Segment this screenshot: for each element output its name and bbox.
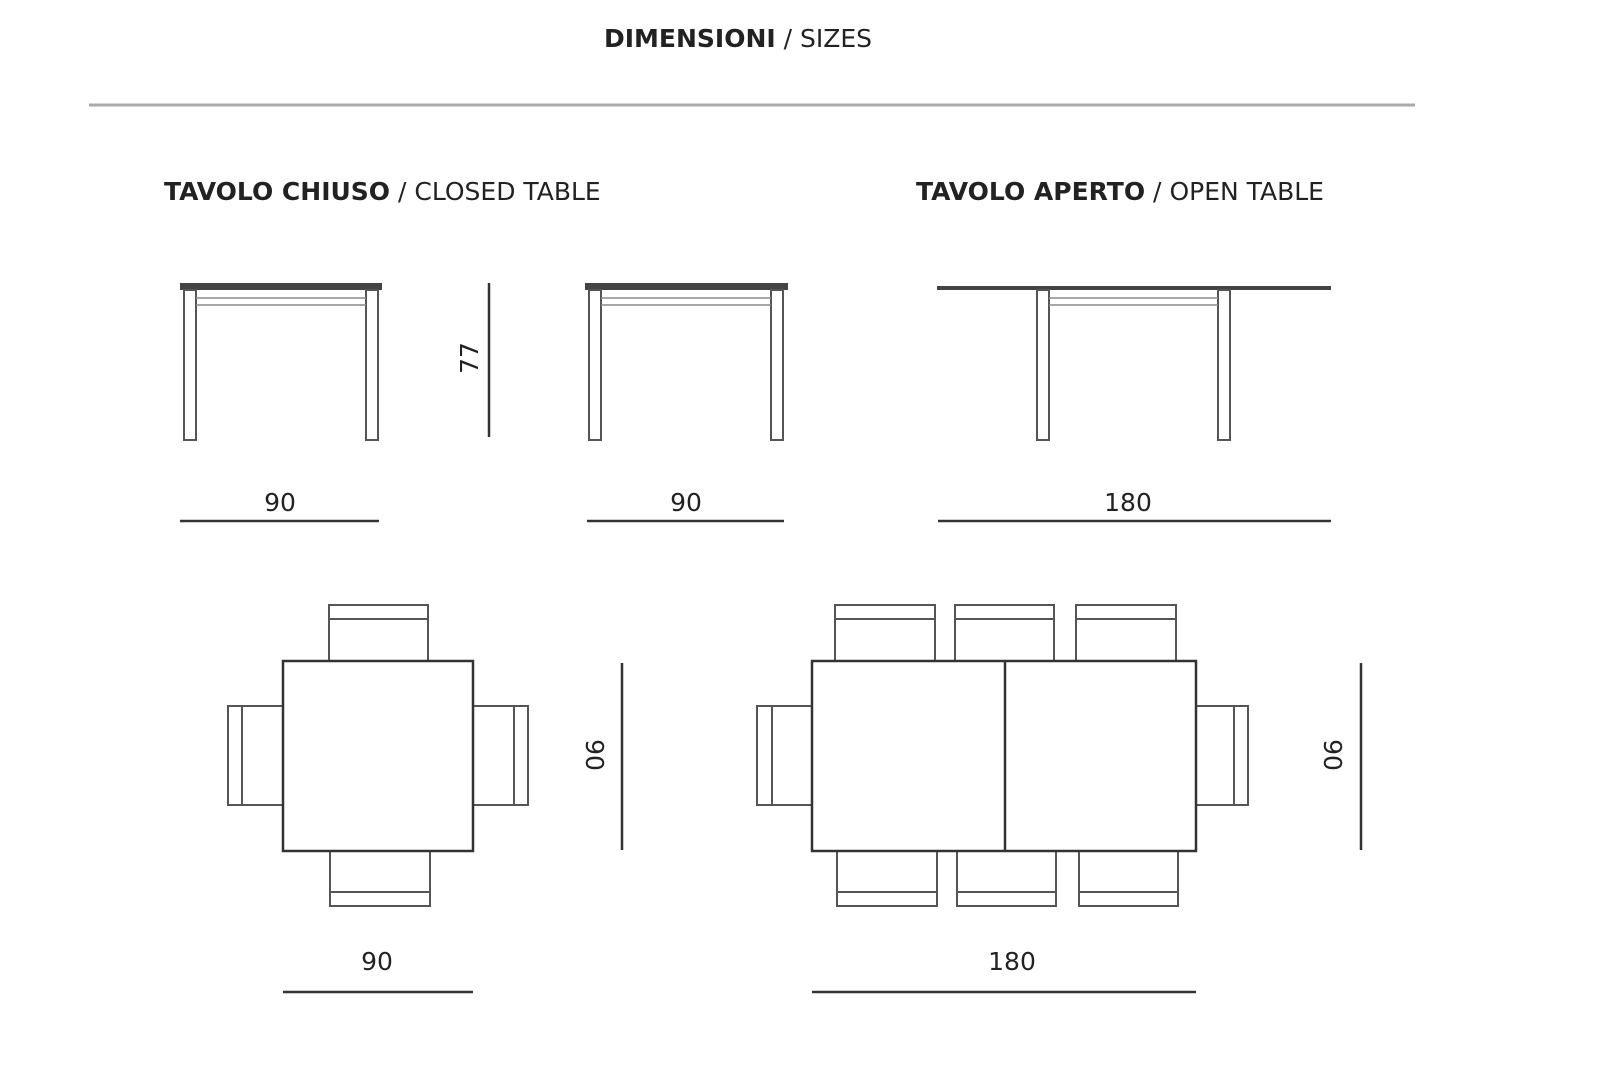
chair-bottom-1 bbox=[836, 850, 938, 907]
open-plan-depth-label: 90 bbox=[1318, 739, 1347, 771]
chair-bottom-3 bbox=[1078, 850, 1179, 907]
height-dimension-label: 77 bbox=[455, 342, 484, 374]
page-title: DIMENSIONI / SIZES bbox=[604, 24, 872, 53]
closed-table-side-elevation bbox=[585, 283, 788, 441]
closed-table-front-elevation bbox=[180, 283, 382, 441]
open-table-plan bbox=[756, 604, 1249, 907]
open-table-elevation bbox=[937, 286, 1331, 441]
chair-right bbox=[1195, 705, 1249, 806]
chair-right bbox=[472, 705, 529, 806]
closed-table-plan bbox=[227, 604, 529, 907]
closed-width-label-1: 90 bbox=[264, 488, 296, 517]
chair-top-3 bbox=[1075, 604, 1177, 662]
chair-left bbox=[756, 705, 813, 806]
chair-bottom-2 bbox=[956, 850, 1057, 907]
chair-bottom bbox=[329, 850, 431, 907]
table-top bbox=[281, 659, 475, 853]
open-plan-width-label: 180 bbox=[988, 947, 1036, 976]
closed-plan-depth-label: 90 bbox=[580, 739, 609, 771]
closed-plan-width-label: 90 bbox=[361, 947, 393, 976]
chair-left bbox=[227, 705, 284, 806]
open-table-heading: TAVOLO APERTO / OPEN TABLE bbox=[916, 177, 1324, 206]
open-width-label: 180 bbox=[1104, 488, 1152, 517]
chair-top-2 bbox=[954, 604, 1055, 662]
chair-top bbox=[328, 604, 429, 662]
chair-top-1 bbox=[834, 604, 936, 662]
closed-table-heading: TAVOLO CHIUSO / CLOSED TABLE bbox=[164, 177, 601, 206]
closed-width-label-2: 90 bbox=[670, 488, 702, 517]
